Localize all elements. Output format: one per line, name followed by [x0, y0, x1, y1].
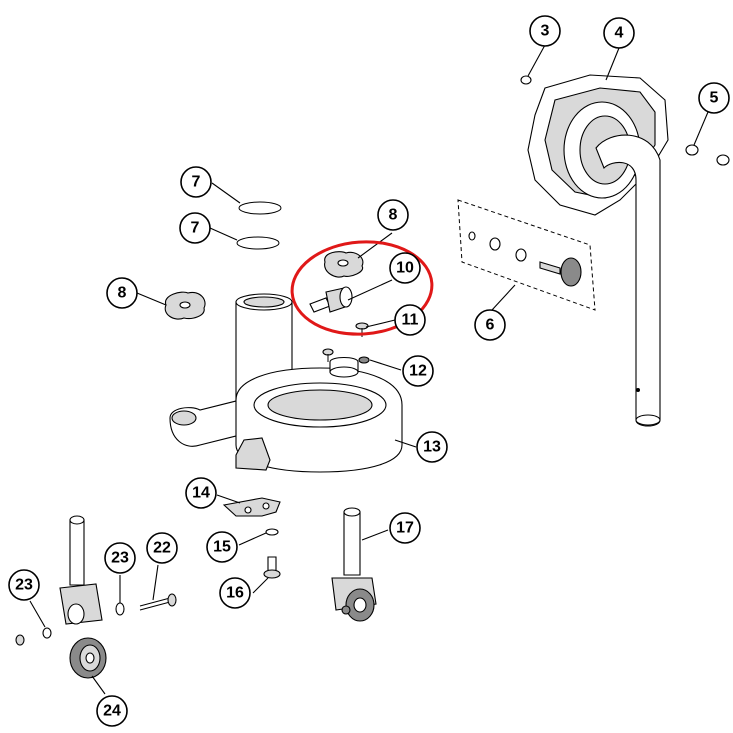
svg-text:5: 5: [710, 90, 719, 107]
svg-text:14: 14: [192, 485, 210, 502]
motor-housing-part: [527, 74, 669, 427]
nut-left-edge: [15, 634, 25, 646]
screw-center: [322, 348, 334, 362]
callout-7-lower: 7: [179, 212, 211, 244]
svg-text:8: 8: [118, 285, 127, 302]
callout-4: 4: [603, 17, 635, 49]
callout-22: 22: [146, 532, 178, 564]
svg-text:6: 6: [486, 317, 495, 334]
highlight-circle: [290, 240, 434, 336]
callout-13: 13: [416, 431, 448, 463]
callout-11: 11: [394, 304, 426, 336]
svg-text:8: 8: [389, 207, 398, 224]
wheel-part-24: [69, 637, 107, 679]
caster-left: [59, 515, 103, 625]
callout-12: 12: [402, 355, 434, 387]
svg-text:4: 4: [615, 25, 624, 42]
svg-text:7: 7: [191, 220, 200, 237]
o-ring-lower: [236, 236, 280, 250]
control-panel-part: [457, 199, 596, 311]
washer-part-23-right: [115, 602, 125, 616]
screw-part-16: [263, 556, 281, 579]
svg-text:12: 12: [409, 363, 427, 380]
callout-10: 10: [389, 252, 421, 284]
callout-24: 24: [96, 695, 128, 727]
svg-text:23: 23: [111, 550, 129, 567]
caster-part-17: [331, 507, 377, 622]
callout-14: 14: [185, 477, 217, 509]
base-housing-part: [169, 293, 403, 473]
washer-part-23-left: [42, 627, 52, 639]
svg-text:24: 24: [103, 703, 121, 720]
callout-16: 16: [219, 577, 251, 609]
bolt-part-22: [139, 593, 177, 611]
callout-3: 3: [529, 15, 561, 47]
callout-7-upper: 7: [180, 166, 212, 198]
svg-text:16: 16: [226, 585, 244, 602]
knob-part-8-left: [164, 291, 206, 320]
svg-text:22: 22: [153, 540, 171, 557]
callout-5: 5: [698, 82, 730, 114]
callout-23-right: 23: [104, 542, 136, 574]
callout-6: 6: [474, 309, 506, 341]
knob-part-8-upper: [324, 251, 364, 278]
washer-part-12: [358, 356, 370, 364]
leader-lines: [29, 44, 709, 695]
svg-text:23: 23: [15, 577, 33, 594]
callout-15: 15: [206, 531, 238, 563]
svg-text:7: 7: [192, 174, 201, 191]
o-ring-upper: [238, 201, 282, 215]
washer-part-15: [265, 528, 279, 536]
svg-text:15: 15: [213, 539, 231, 556]
washer-part-3: [520, 75, 532, 85]
callout-23-left: 23: [8, 569, 40, 601]
svg-text:17: 17: [396, 520, 414, 537]
washer-part-5: [685, 144, 730, 166]
svg-text:13: 13: [423, 439, 441, 456]
svg-text:11: 11: [402, 312, 419, 329]
svg-text:3: 3: [541, 23, 550, 40]
callout-8-left: 8: [106, 277, 138, 309]
svg-text:10: 10: [396, 260, 414, 277]
callout-17: 17: [389, 512, 421, 544]
valve-fitting-part: [309, 286, 353, 313]
callout-8-upper: 8: [377, 199, 409, 231]
